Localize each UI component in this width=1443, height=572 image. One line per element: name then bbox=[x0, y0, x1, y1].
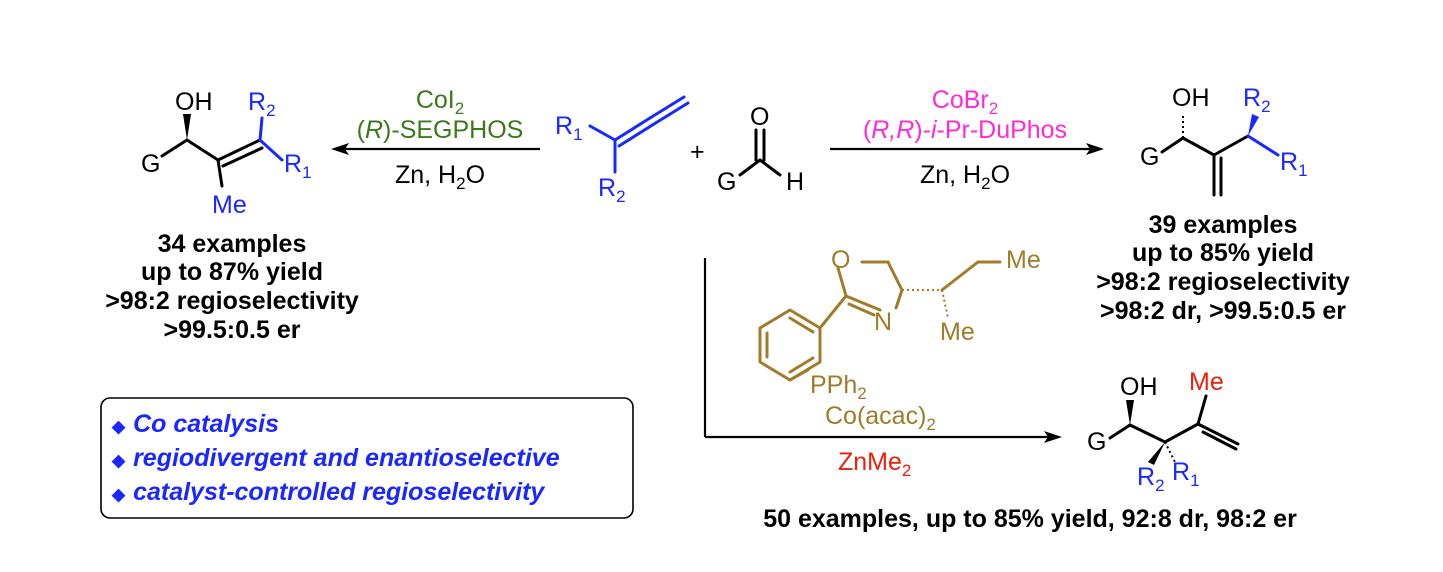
aldehyde-o: O bbox=[750, 103, 769, 131]
allene-substrate: R1 R2 bbox=[555, 95, 690, 206]
right-ligand: (R,R)-i-Pr-DuPhos bbox=[863, 116, 1067, 144]
right-result-regio: >98:2 regioselectivity bbox=[1096, 268, 1350, 296]
allene-r2: R2 bbox=[598, 174, 626, 206]
right-product: OH G R2 R1 bbox=[1140, 84, 1308, 197]
ligand-me-ethyl: Me bbox=[1006, 246, 1041, 274]
feature-item-regiodivergent: ◆regiodivergent and enantioselective bbox=[111, 444, 560, 472]
left-ligand: (R)-SEGPHOS bbox=[357, 116, 524, 144]
ligand-pph2: PPh2 bbox=[810, 371, 867, 403]
left-product: OH G R2 R1 Me bbox=[141, 88, 312, 219]
right-arrow bbox=[830, 143, 1104, 155]
right-catalyst: CoBr2 bbox=[932, 86, 998, 118]
bottom-product-g: G bbox=[1087, 428, 1106, 456]
aldehyde-h: H bbox=[786, 168, 804, 196]
allene-r1: R1 bbox=[555, 112, 583, 144]
plus-sign: + bbox=[690, 138, 705, 166]
bottom-product-r1: R1 bbox=[1172, 458, 1200, 490]
right-product-r1: R1 bbox=[1280, 148, 1308, 180]
bottom-arrow bbox=[703, 258, 1062, 443]
feature-item-catalyst-control: ◆catalyst-controlled regioselectivity bbox=[111, 478, 545, 506]
bottom-product-me: Me bbox=[1189, 368, 1224, 396]
right-result-examples: 39 examples bbox=[1149, 211, 1298, 239]
left-product-oh: OH bbox=[175, 88, 213, 116]
right-product-oh: OH bbox=[1172, 84, 1210, 112]
bottom-product-r2: R2 bbox=[1137, 463, 1165, 495]
left-result-examples: 34 examples bbox=[158, 230, 307, 258]
bottom-product: OH G Me R2 R1 bbox=[1087, 368, 1240, 495]
right-product-g: G bbox=[1140, 143, 1159, 171]
left-conditions: Zn, H2O bbox=[395, 161, 485, 193]
left-catalyst: CoI2 bbox=[416, 86, 464, 118]
right-result-dr-er: >98:2 dr, >99.5:0.5 er bbox=[1100, 297, 1346, 325]
left-result-regio: >98:2 regioselectivity bbox=[105, 287, 359, 315]
features-box: ◆Co catalysis ◆regiodivergent and enanti… bbox=[100, 397, 634, 519]
right-product-r2: R2 bbox=[1243, 84, 1271, 116]
right-conditions: Zn, H2O bbox=[920, 161, 1010, 193]
ligand-n: N bbox=[874, 308, 892, 336]
oxazoline-ligand: O N Me Me PPh2 bbox=[758, 246, 1041, 403]
ligand-o: O bbox=[831, 246, 850, 274]
left-product-me: Me bbox=[212, 191, 247, 219]
left-result-er: >99.5:0.5 er bbox=[164, 316, 301, 344]
right-result-yield: up to 85% yield bbox=[1132, 239, 1314, 267]
bottom-catalyst: Co(acac)2 bbox=[825, 402, 936, 434]
left-product-r1: R1 bbox=[284, 150, 312, 182]
bottom-results: 50 examples, up to 85% yield, 92:8 dr, 9… bbox=[763, 505, 1297, 533]
left-product-g: G bbox=[141, 150, 160, 178]
left-result-yield: up to 87% yield bbox=[141, 258, 323, 286]
bottom-reagent: ZnMe2 bbox=[838, 448, 911, 480]
aldehyde-g: G bbox=[717, 168, 736, 196]
aldehyde-substrate: O G H bbox=[717, 103, 804, 196]
ligand-me-methyl: Me bbox=[940, 318, 975, 346]
feature-item-co-catalysis: ◆Co catalysis bbox=[111, 410, 279, 438]
left-product-r2: R2 bbox=[248, 88, 276, 120]
bottom-product-oh: OH bbox=[1120, 373, 1158, 401]
left-arrow bbox=[331, 143, 540, 155]
